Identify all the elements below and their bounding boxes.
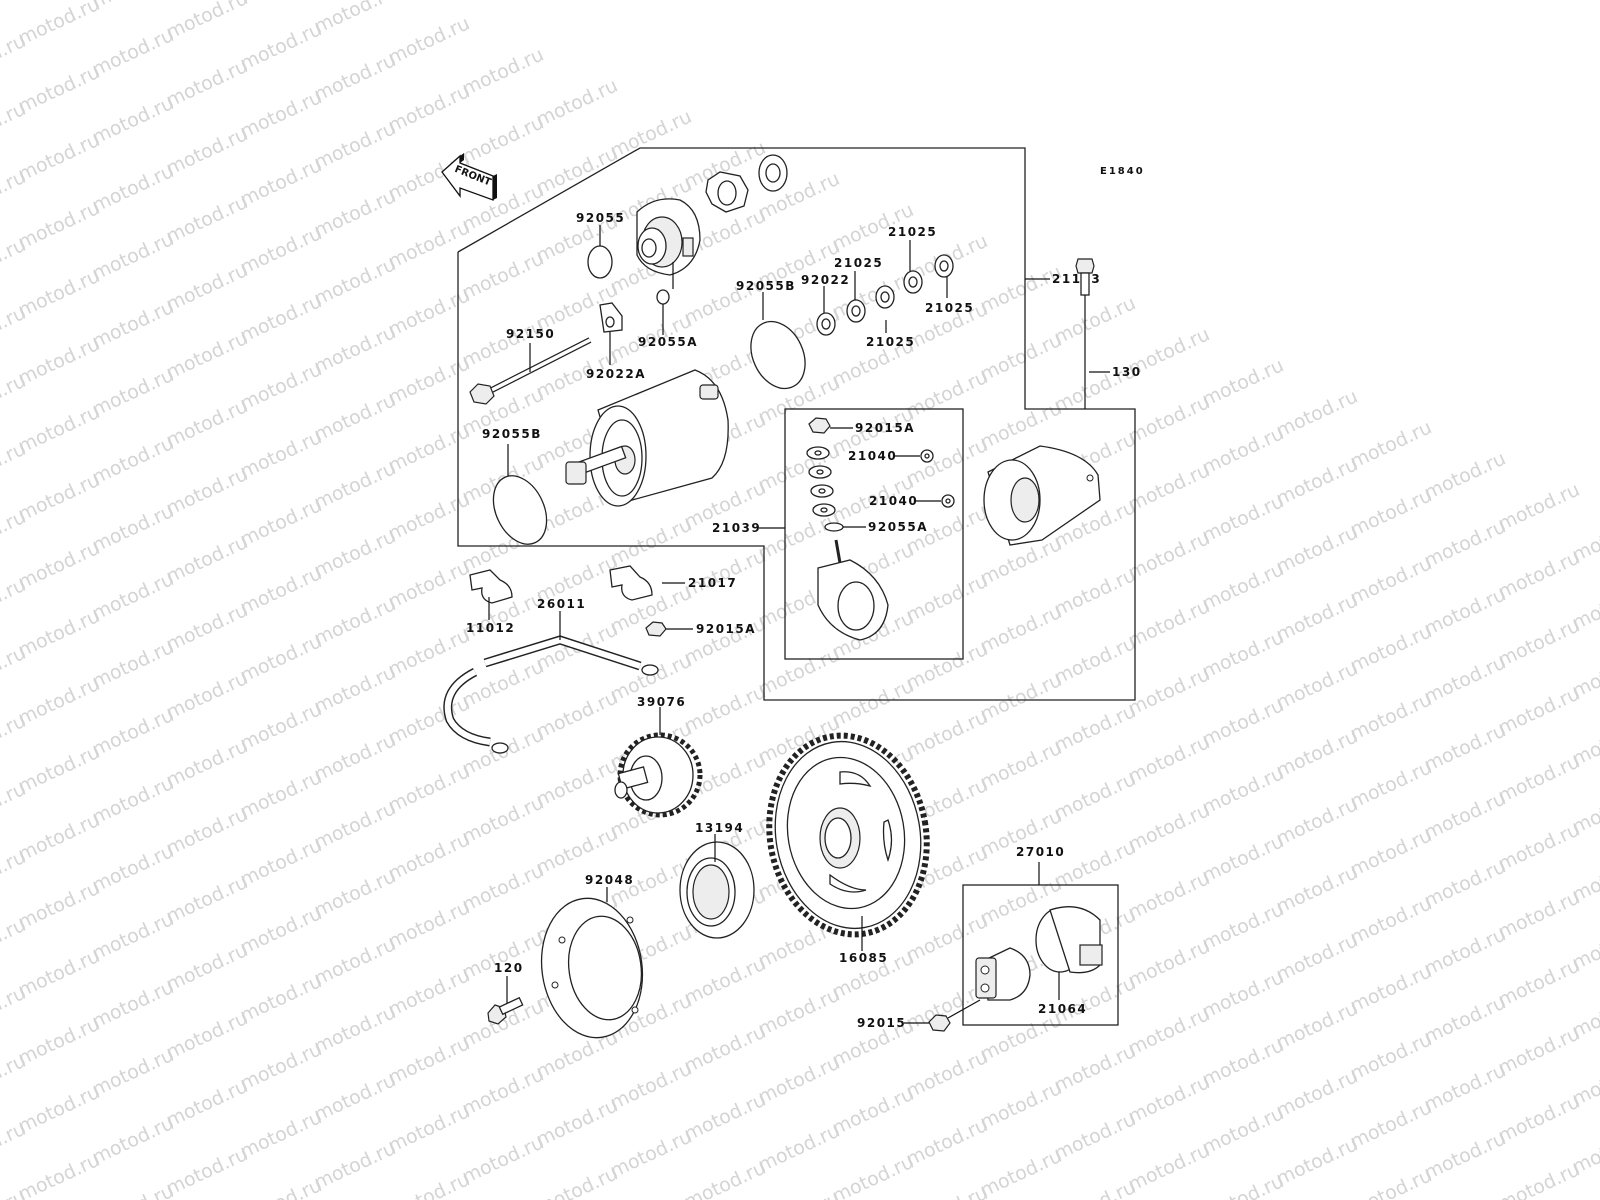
callout-92015[interactable]: 92015 [857,1016,906,1030]
insulator-washer-icon [806,446,836,517]
o-ring-small-icon [656,289,670,305]
callout-92055B-left[interactable]: 92055B [482,427,542,441]
large-o-ring-icon [750,320,806,390]
callout-92015A-top[interactable]: 92015A [855,421,915,435]
o-ring-box-icon [824,522,844,532]
rear-cover-icon [983,445,1101,546]
diagram-code: E1840 [1100,166,1145,177]
callout-21025-c[interactable]: 21025 [888,225,937,239]
callout-21064[interactable]: 21064 [1038,1002,1087,1016]
o-ring-icon [587,245,613,279]
terminal-cap-icon [469,565,653,604]
callout-26011[interactable]: 26011 [537,597,586,611]
large-o-ring-left-icon [492,475,548,545]
callout-92048[interactable]: 92048 [585,873,634,887]
relay-cover-icon [1035,906,1103,974]
callout-21025-a[interactable]: 21025 [834,256,883,270]
nut-mid-icon [645,621,667,637]
small-bolt-icon [487,996,524,1025]
callout-92055A-box[interactable]: 92055A [868,520,928,534]
callout-21040-a[interactable]: 21040 [848,449,897,463]
washer-icon [816,254,954,336]
callout-92022[interactable]: 92022 [801,273,850,287]
callout-13194[interactable]: 13194 [695,821,744,835]
bracket-plate-icon [599,302,623,333]
brush-plate-box [784,408,964,660]
starter-clutch-gear-icon [766,732,930,938]
relay-box [962,884,1119,1026]
callout-92150[interactable]: 92150 [506,327,555,341]
callout-39076[interactable]: 39076 [637,695,686,709]
cable-icon [443,635,659,754]
callout-92015A-mid[interactable]: 92015A [696,622,756,636]
callout-92022A[interactable]: 92022A [586,367,646,381]
callout-16085[interactable]: 16085 [839,951,888,965]
lock-plate-icon [705,171,749,213]
bolt-icon [1075,258,1095,409]
thrust-washer-icon [758,154,788,192]
flange-plate-icon [540,897,644,1039]
through-bolt-icon [469,337,592,405]
front-arrow-icon: FRONT [441,153,497,201]
spring-icon [920,449,955,508]
callout-92055A-top[interactable]: 92055A [638,335,698,349]
callout-92055B-right[interactable]: 92055B [736,279,796,293]
starter-assembly-outline [457,147,1136,701]
relay-nut-icon [928,1014,951,1032]
brush-plate-icon [817,539,889,641]
callout-21017[interactable]: 21017 [688,576,737,590]
callout-21025-b[interactable]: 21025 [866,335,915,349]
callout-120[interactable]: 120 [494,961,524,975]
idle-gear-icon [614,732,703,818]
callout-92055[interactable]: 92055 [576,211,625,225]
callout-27010[interactable]: 27010 [1016,845,1065,859]
callout-130[interactable]: 130 [1112,365,1142,379]
end-cover-icon [636,198,701,276]
nut-icon [808,417,831,434]
callout-11012[interactable]: 11012 [466,621,515,635]
callout-21039[interactable]: 21039 [712,521,761,535]
callout-21163[interactable]: 21163 [1052,272,1101,286]
one-way-clutch-icon [679,841,755,939]
callout-21040-b[interactable]: 21040 [869,494,918,508]
motor-yoke-icon [565,369,729,507]
callout-21025-d[interactable]: 21025 [925,301,974,315]
starter-relay-icon [947,947,1031,1019]
